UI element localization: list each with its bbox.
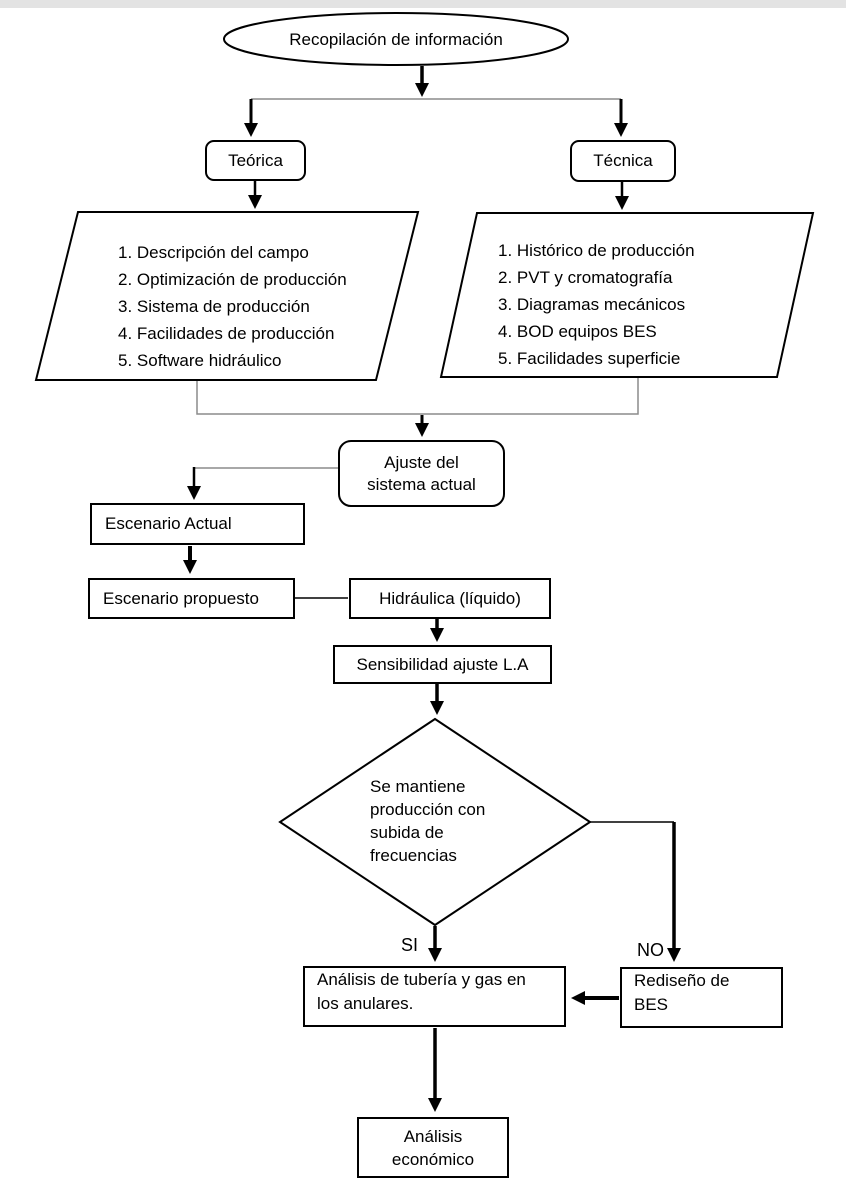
node-analisis-tuberia: Análisis de tubería y gas en los anulare… bbox=[303, 966, 566, 1027]
node-teorica: Teórica bbox=[205, 140, 306, 181]
list-item: 1. Descripción del campo bbox=[118, 243, 309, 262]
list-item: 3. Diagramas mecánicos bbox=[498, 295, 686, 314]
rediseno-line: Rediseño de bbox=[634, 971, 730, 990]
list-item: 1. Histórico de producción bbox=[498, 241, 695, 260]
decision-line: frecuencias bbox=[370, 846, 457, 865]
node-sensibilidad: Sensibilidad ajuste L.A bbox=[333, 645, 552, 684]
list-item: 4. BOD equipos BES bbox=[498, 322, 657, 341]
decision-text: Se mantiene producción con subida de fre… bbox=[370, 775, 485, 867]
node-rediseno: Rediseño de BES bbox=[620, 967, 783, 1028]
ajuste-line: Ajuste del bbox=[384, 452, 459, 472]
decision-line: producción con bbox=[370, 800, 486, 819]
node-tecnica: Técnica bbox=[570, 140, 676, 182]
escenario-propuesto-label: Escenario propuesto bbox=[103, 588, 259, 608]
node-escenario-actual: Escenario Actual bbox=[90, 503, 305, 545]
decision-line: subida de bbox=[370, 823, 444, 842]
connector-lists-junction bbox=[196, 378, 639, 415]
rediseno-line: BES bbox=[634, 995, 669, 1014]
ajuste-line: sistema actual bbox=[367, 474, 476, 494]
teorica-label: Teórica bbox=[228, 150, 283, 170]
escenario-actual-label: Escenario Actual bbox=[105, 514, 232, 533]
tecnica-parallelogram bbox=[439, 212, 815, 378]
list-item: 2. PVT y cromatografía bbox=[498, 268, 673, 287]
analisis-economico-line: Análisis bbox=[403, 1126, 463, 1146]
tecnica-label: Técnica bbox=[593, 151, 653, 170]
edge-label-no: NO bbox=[637, 940, 664, 960]
list-item: 5. Facilidades superficie bbox=[498, 349, 681, 368]
hidraulica-label: Hidráulica (líquido) bbox=[379, 588, 521, 608]
list-item: 3. Sistema de producción bbox=[118, 297, 310, 316]
sensibilidad-label: Sensibilidad ajuste L.A bbox=[356, 654, 529, 674]
teorica-parallelogram bbox=[34, 211, 420, 381]
analisis-economico-line: económico bbox=[391, 1149, 475, 1169]
teorica-list: 1. Descripción del campo 2. Optimización… bbox=[118, 239, 347, 374]
node-ajuste: Ajuste del sistema actual bbox=[338, 440, 505, 507]
list-item: 2. Optimización de producción bbox=[118, 270, 347, 289]
node-escenario-propuesto: Escenario propuesto bbox=[88, 578, 295, 619]
node-hidraulica: Hidráulica (líquido) bbox=[349, 578, 551, 619]
analisis-tuberia-line: Análisis de tubería y gas en bbox=[317, 970, 526, 989]
edge-label-si: SI bbox=[401, 935, 419, 955]
node-analisis-economico: Análisis económico bbox=[357, 1117, 509, 1178]
analisis-tuberia-line: los anulares. bbox=[317, 994, 414, 1013]
tecnica-list: 1. Histórico de producción 2. PVT y crom… bbox=[498, 237, 695, 372]
top-border-bar bbox=[0, 0, 846, 8]
decision-diamond bbox=[278, 717, 592, 927]
decision-line: Se mantiene bbox=[370, 777, 466, 796]
start-ellipse bbox=[223, 12, 569, 66]
list-item: 4. Facilidades de producción bbox=[118, 324, 335, 343]
list-item: 5. Software hidráulico bbox=[118, 351, 282, 370]
start-label: Recopilación de información bbox=[289, 29, 503, 49]
